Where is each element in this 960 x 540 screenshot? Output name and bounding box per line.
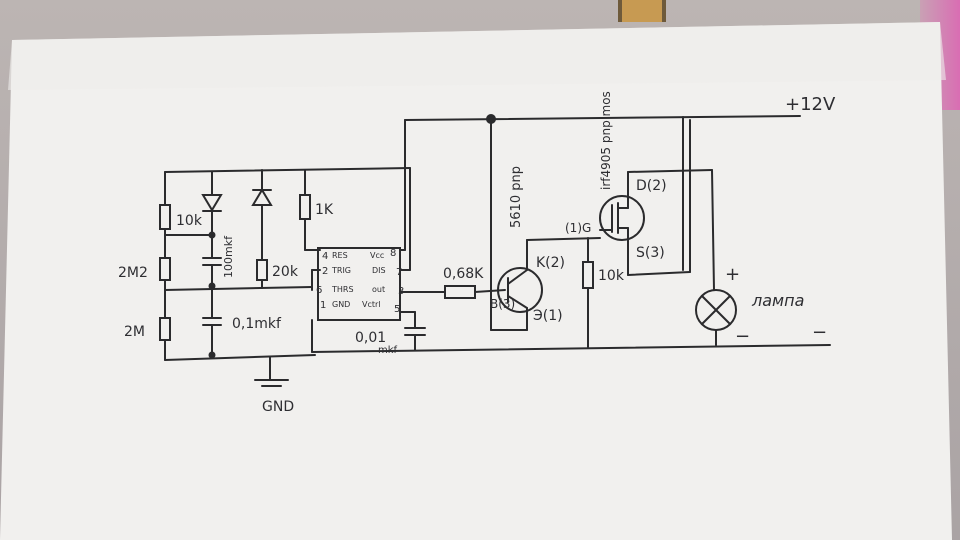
pin-vcc: Vcc [370, 251, 384, 260]
pencil [618, 0, 666, 22]
pin-3: 3 [398, 286, 404, 297]
label-d2: D(2) [636, 178, 667, 194]
pin-1: 1 [320, 300, 326, 311]
label-minus-rail: − [812, 322, 827, 343]
label-k2: K(2) [536, 255, 565, 271]
label-gnd: GND [262, 399, 294, 415]
label-c100: 100mkf [222, 235, 235, 278]
pin-7: 7 [396, 267, 402, 278]
label-plus12v: +12V [785, 94, 836, 115]
label-s3: S(3) [636, 245, 665, 261]
label-minus-lamp: − [735, 326, 750, 347]
pin-4: 4 [322, 251, 328, 262]
label-tr5610: 5610 pnp [509, 166, 524, 228]
label-lamp: лампа [751, 291, 804, 310]
labels: +12V 10k 2M2 2M 100mkf 0,1mkf GND 1K 20k… [118, 91, 836, 415]
label-r10k: 10k [176, 213, 203, 229]
pin-thrs: THRS [331, 285, 354, 294]
pin-out: out [372, 285, 385, 294]
pin-8: 8 [390, 248, 396, 259]
label-r10k2: 10k [598, 268, 625, 284]
label-plus: + [725, 264, 740, 285]
label-r2m2: 2M2 [118, 265, 148, 281]
paper-sheet [0, 22, 952, 540]
label-r068k: 0,68K [443, 266, 484, 282]
label-e1: Э(1) [533, 308, 563, 324]
label-c001: 0,01 [355, 330, 386, 346]
pin-vctrl: Vctrl [362, 300, 381, 309]
wires [159, 114, 831, 387]
label-r20k: 20k [272, 264, 299, 280]
ic-pins: 4 2 6 1 8 7 3 5 RES TRIG THRS GND Vcc DI… [316, 248, 404, 315]
pin-gnd: GND [332, 300, 350, 309]
label-c001b: mkf [378, 345, 398, 356]
pin-2: 2 [322, 266, 328, 277]
pin-trig: TRIG [331, 266, 351, 275]
pin-5: 5 [394, 304, 400, 315]
label-mos: irf4905 pnp mos [599, 91, 613, 190]
pin-res: RES [332, 251, 348, 260]
label-c01: 0,1mkf [232, 316, 282, 332]
label-b3: B(3) [490, 297, 515, 311]
pin-6: 6 [316, 285, 322, 296]
pin-dis: DIS [372, 266, 386, 275]
label-g1: (1)G [565, 221, 591, 235]
label-r2m: 2M [124, 324, 145, 340]
label-r1k: 1K [315, 202, 334, 218]
